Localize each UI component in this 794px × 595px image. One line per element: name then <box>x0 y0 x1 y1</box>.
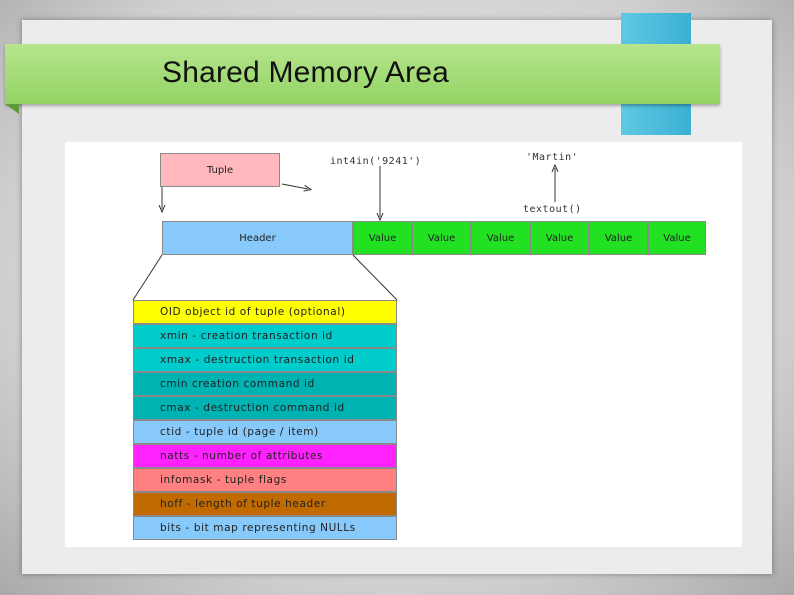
header-expand-right <box>352 254 398 301</box>
value-cell: Value <box>530 221 589 255</box>
textout-label: textout() <box>523 204 582 215</box>
header-box: Header <box>162 221 353 255</box>
header-field-cmin: cmin creation command id <box>133 372 397 396</box>
value-cell: Value <box>471 221 530 255</box>
header-expand-left <box>132 254 163 301</box>
header-field-hoff: hoff - length of tuple header <box>133 492 397 516</box>
header-label: Header <box>239 232 276 244</box>
title-banner-fold <box>5 104 19 114</box>
header-field-infomask: infomask - tuple flags <box>133 468 397 492</box>
value-cell: Value <box>589 221 648 255</box>
header-field-xmin: xmin - creation transaction id <box>133 324 397 348</box>
tuple-side-arrow <box>281 183 308 189</box>
header-field-cmax: cmax - destruction command id <box>133 396 397 420</box>
martin-string-label: 'Martin' <box>526 152 579 163</box>
int4in-label: int4in('9241') <box>330 156 422 167</box>
header-field-ctid: ctid - tuple id (page / item) <box>133 420 397 444</box>
title-banner <box>5 44 720 104</box>
header-field-bits: bits - bit map representing NULLs <box>133 516 397 540</box>
value-cell: Value <box>648 221 706 255</box>
value-cell: Value <box>412 221 471 255</box>
header-field-xmax: xmax - destruction transaction id <box>133 348 397 372</box>
header-field-natts: natts - number of attributes <box>133 444 397 468</box>
header-field-oid: OID object id of tuple (optional) <box>133 300 397 324</box>
tuple-label: Tuple <box>206 164 234 176</box>
value-cell: Value <box>353 221 412 255</box>
page-title: Shared Memory Area <box>162 56 450 89</box>
tuple-box: Tuple <box>160 153 280 187</box>
